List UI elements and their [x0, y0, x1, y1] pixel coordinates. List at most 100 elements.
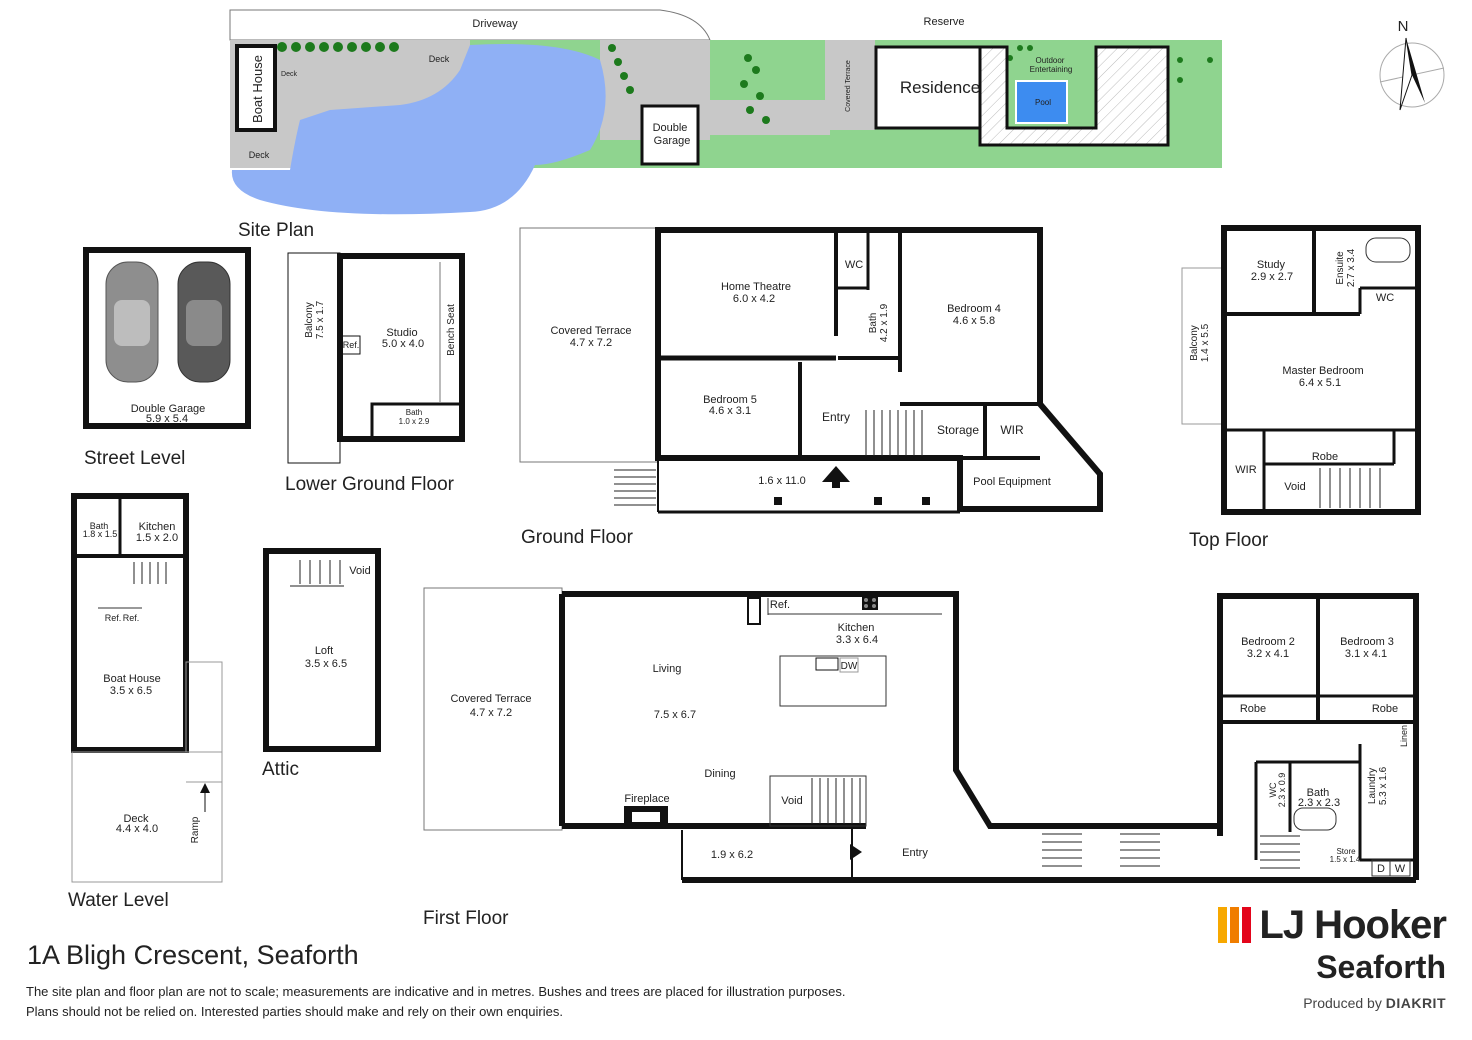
attic-stairs — [299, 560, 341, 584]
top-floor-title: Top Floor — [1189, 530, 1269, 551]
water-boathouse-walls — [71, 493, 189, 753]
water-deck-name: Deck — [123, 813, 149, 825]
car-icon — [177, 261, 231, 383]
cooktop-icon — [862, 596, 878, 610]
site-boat-house-label: Boat House — [250, 55, 265, 123]
lower-ground-title: Lower Ground Floor — [285, 474, 455, 495]
compass-icon: N — [1379, 18, 1445, 111]
ground-bedroom5-size: 4.6 x 3.1 — [709, 405, 751, 417]
lower-balcony-name: Balcony — [304, 302, 315, 338]
top-balcony-name: Balcony — [1189, 325, 1200, 361]
top-master-size: 6.4 x 5.1 — [1299, 377, 1341, 389]
first-bath-name: Bath — [1307, 787, 1330, 799]
water-deck-size: 4.4 x 4.0 — [116, 823, 158, 835]
site-deck-label-2: Deck — [429, 54, 450, 64]
lower-balcony-size: 7.5 x 1.7 — [315, 300, 326, 339]
top-floor-plan: Study 2.9 x 2.7 Ensuite 2.7 x 3.4 WC Bal… — [1181, 225, 1421, 551]
first-dw-label: DW — [841, 661, 858, 672]
first-covered-terrace-size: 4.7 x 7.2 — [470, 707, 512, 719]
first-bathtub-icon — [1293, 807, 1337, 831]
site-deck-label-3: Deck — [249, 150, 270, 160]
street-level-title: Street Level — [84, 448, 185, 469]
site-residence-label: Residence — [900, 78, 980, 97]
lower-ground-plan: Balcony 7.5 x 1.7 Studio 5.0 x 4.0 Bench… — [285, 252, 465, 495]
agency-brand: LJ Hooker Seaforth Produced by DIAKRIT — [1218, 905, 1447, 1011]
water-ramp-label: Ramp — [190, 816, 201, 843]
ground-floor-plan: Covered Terrace 4.7 x 7.2 Home Theatre 6… — [519, 227, 1103, 548]
first-bedroom2-name: Bedroom 2 — [1241, 636, 1295, 648]
top-bathtub-icon — [1365, 237, 1411, 263]
produced-by: Produced by DIAKRIT — [1218, 995, 1446, 1011]
first-living-size: 7.5 x 6.7 — [654, 709, 696, 721]
ground-entry-arrow-icon — [822, 466, 850, 482]
first-laundry-name: Laundry — [1367, 768, 1378, 804]
first-floor-plan: Covered Terrace 4.7 x 7.2 Ref. Kitchen 3… — [423, 587, 1419, 929]
ground-wir-label: WIR — [1000, 423, 1024, 437]
site-water — [231, 44, 606, 215]
first-floor-title: First Floor — [423, 908, 509, 929]
site-outdoor-label-2: Entertaining — [1030, 65, 1073, 74]
ground-floor-title: Ground Floor — [521, 527, 634, 548]
site-garage-label-1: Double — [653, 122, 688, 134]
site-reserve-label: Reserve — [924, 16, 965, 28]
top-void-label: Void — [1284, 481, 1305, 493]
lower-bench-seat: Bench Seat — [446, 304, 457, 356]
first-store-name: Store — [1336, 847, 1356, 856]
first-dining-label: Dining — [704, 768, 735, 780]
lj-hooker-logo-icon — [1218, 907, 1252, 943]
water-level-title: Water Level — [68, 890, 169, 911]
ground-pool-equipment-label: Pool Equipment — [973, 476, 1051, 488]
top-robe-label: Robe — [1312, 451, 1338, 463]
lower-studio-size: 5.0 x 4.0 — [382, 338, 424, 350]
site-pool — [1015, 80, 1068, 124]
first-void-stairs — [811, 778, 861, 824]
ground-stairs — [614, 410, 923, 506]
logo-bar — [1218, 907, 1228, 943]
top-study-size: 2.9 x 2.7 — [1251, 271, 1293, 283]
first-living-label: Living — [653, 663, 682, 675]
site-boat-house — [235, 44, 277, 132]
lower-studio-name: Studio — [386, 327, 417, 339]
site-garage-label-2: Garage — [654, 135, 691, 147]
site-outdoor-label-1: Outdoor — [1036, 56, 1065, 65]
attic-walls — [263, 548, 381, 752]
first-linen-label: Linen — [1399, 725, 1409, 747]
first-entry-label: Entry — [902, 847, 928, 859]
first-bath-size: 2.3 x 2.3 — [1298, 797, 1340, 809]
first-floor-stairs — [1042, 833, 1300, 869]
compass-north-label: N — [1398, 18, 1409, 35]
first-covered-terrace-name: Covered Terrace — [450, 693, 531, 705]
first-washer-label: W — [1395, 863, 1406, 875]
site-plan-title: Site Plan — [238, 220, 314, 241]
ground-home-theatre-size: 6.0 x 4.2 — [733, 293, 775, 305]
lower-ref-label: Ref. — [343, 340, 360, 350]
ground-outer-walls — [655, 227, 1103, 512]
water-kitchen-size: 1.5 x 2.0 — [136, 532, 178, 544]
first-fireplace-label: Fireplace — [624, 793, 669, 805]
ground-storage-label: Storage — [937, 423, 979, 437]
ground-hall-size: 1.6 x 11.0 — [758, 475, 806, 487]
site-double-garage — [640, 104, 700, 166]
first-laundry-size: 5.3 x 1.6 — [1378, 766, 1389, 805]
top-ensuite-size: 2.7 x 3.4 — [1346, 248, 1357, 287]
water-ref-label-1: Ref. — [105, 613, 122, 623]
first-robe-label-2: Robe — [1372, 703, 1398, 715]
top-outer-walls — [1221, 225, 1421, 515]
site-covered-terrace-label: Covered Terrace — [845, 60, 852, 112]
street-garage-walls — [83, 247, 251, 429]
property-address: 1A Bligh Crescent, Seaforth — [27, 940, 359, 970]
first-entry-arrow-icon — [850, 844, 862, 860]
first-dryer-label: D — [1377, 863, 1385, 875]
water-stairs — [133, 562, 167, 584]
attic-loft-name: Loft — [315, 645, 333, 657]
ground-entry-label: Entry — [822, 410, 850, 424]
lower-bath-size: 1.0 x 2.9 — [399, 417, 430, 426]
water-ref-label-2: Ref. — [123, 613, 140, 623]
ground-bath-size: 4.2 x 1.9 — [879, 303, 890, 342]
logo-bar — [1230, 907, 1240, 943]
site-trees — [277, 42, 1213, 124]
first-void-label: Void — [781, 795, 802, 807]
top-master-name: Master Bedroom — [1282, 365, 1363, 377]
ground-covered-terrace-size: 4.7 x 7.2 — [570, 337, 612, 349]
